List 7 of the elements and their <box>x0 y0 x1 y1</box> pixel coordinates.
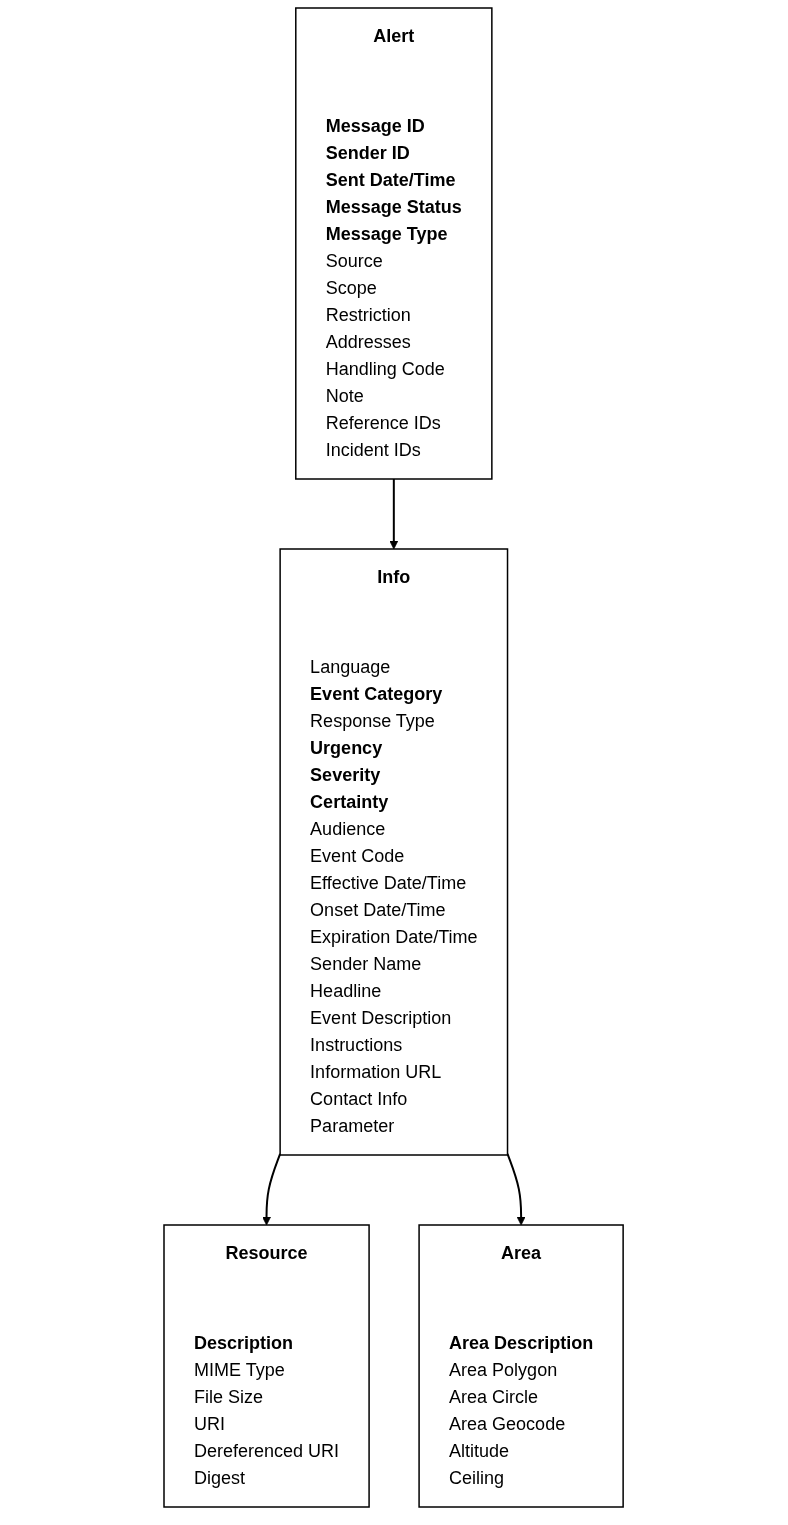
arrow <box>262 1152 282 1226</box>
node-box: Alert Message ID Sender ID Sent Date/Time Message Status Message Type Source Scope Restriction Addresses Handling Code Note Reference IDs Incident IDs <box>295 7 494 480</box>
arrow <box>506 1152 526 1226</box>
arrow <box>389 478 399 550</box>
node-box: Area Area Description Area Polygon Area Circle Area Geocode Altitude Ceiling <box>418 1224 625 1508</box>
node-box: Resource Description MIME Type File Size URI Dereferenced URI Digest <box>163 1224 371 1508</box>
node-box: Info Language Event Category Response Type Urgency Severity Certainty Audience Event Code Effective Date/Time Onset Date/Time Expiration Date/Time Sender Name Headline Event Description Instructions Information URL Contact Info Parameter <box>279 548 509 1156</box>
